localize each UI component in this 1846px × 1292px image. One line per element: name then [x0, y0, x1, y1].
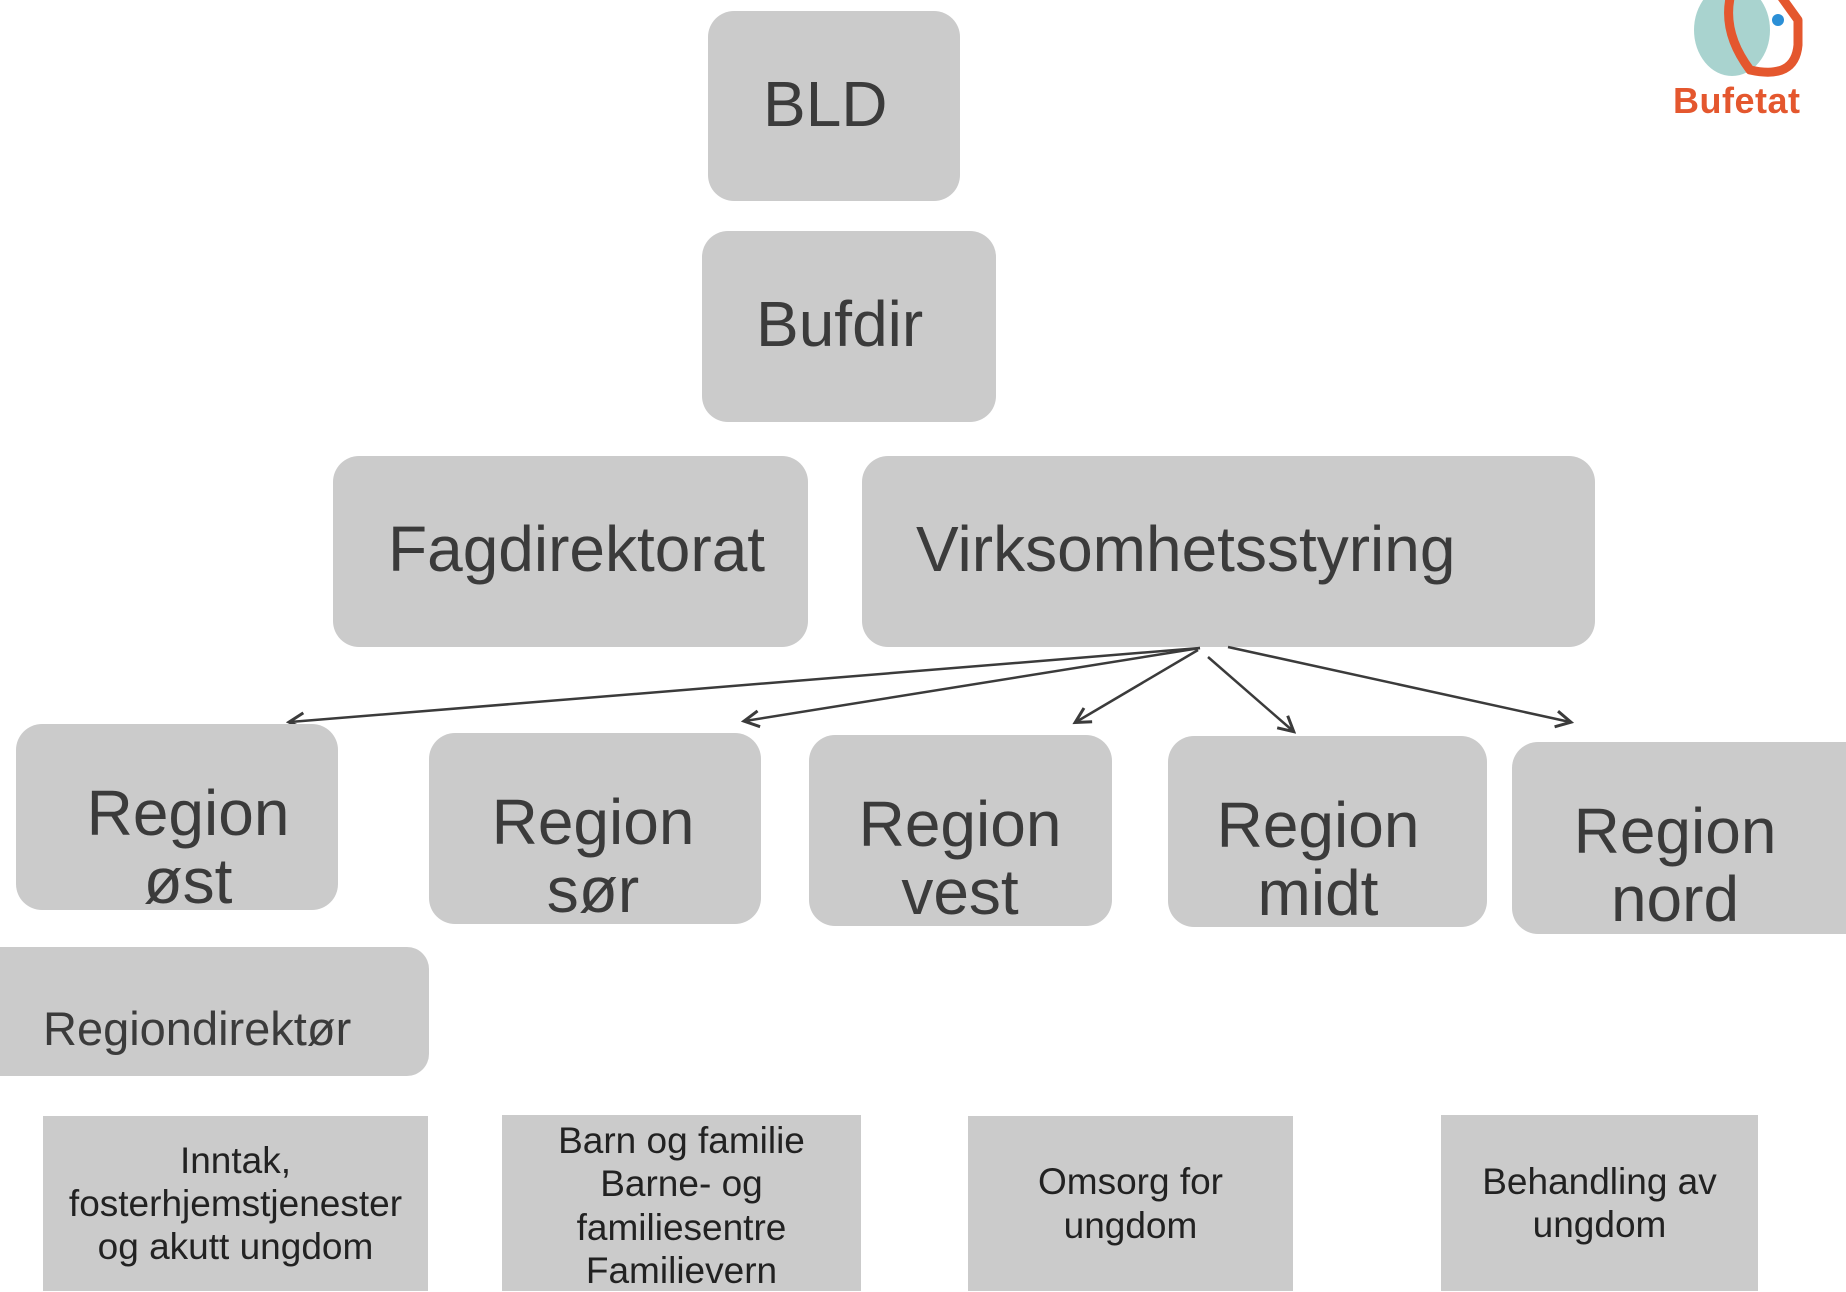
- region-midt-box: [1168, 736, 1487, 927]
- regiondirektor-box: [0, 947, 429, 1076]
- arrow-to-region-ost: [290, 646, 1201, 722]
- region-sor-label: Region sør: [491, 786, 695, 926]
- region-ost-box: [16, 724, 338, 910]
- fagdirektorat-box: [333, 456, 808, 647]
- logo-text: Bufetat: [1673, 80, 1801, 121]
- omsorg-box: Omsorg for ungdom: [968, 1116, 1293, 1291]
- region-ost-label: Region øst: [86, 777, 290, 917]
- behandling-box: Behandling av ungdom: [1441, 1115, 1758, 1291]
- bufdir-box: [702, 231, 996, 422]
- arrow-to-region-sor: [745, 646, 1201, 721]
- barn-og-familie-box: Barn og familie Barne- og familiesentre …: [502, 1115, 861, 1291]
- arrow-to-region-nord: [1227, 645, 1570, 722]
- virksomhetsstyring-label: Virksomhetsstyring: [916, 513, 1456, 585]
- region-vest-label: Region vest: [858, 788, 1062, 928]
- region-sor-box: [429, 733, 761, 924]
- region-nord-box: [1512, 742, 1846, 934]
- arrow-to-region-vest: [1076, 648, 1199, 722]
- bld-label: BLD: [763, 68, 888, 140]
- region-vest-box: [809, 735, 1112, 926]
- virksomhetsstyring-box: [862, 456, 1595, 647]
- region-midt-label: Region midt: [1216, 789, 1420, 929]
- regiondirektor-label: Regiondirektør: [43, 1002, 352, 1055]
- region-nord-label: Region nord: [1573, 795, 1777, 935]
- bufetat-logo-icon: [1694, 0, 1803, 77]
- bld-box: [708, 11, 960, 201]
- bufdir-label: Bufdir: [756, 288, 924, 360]
- fagdirektorat-label: Fagdirektorat: [388, 513, 766, 585]
- arrow-to-region-midt: [1207, 656, 1293, 731]
- inntak-box: Inntak, fosterhjemstjenester og akutt un…: [43, 1116, 428, 1291]
